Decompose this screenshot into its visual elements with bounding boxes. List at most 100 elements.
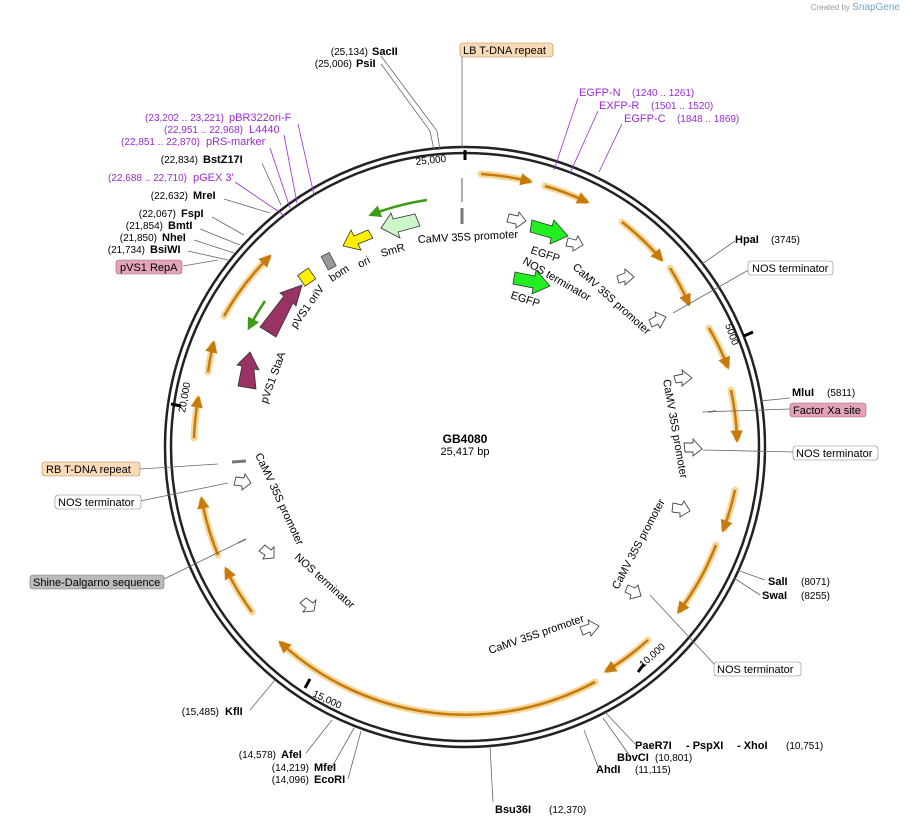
site-bbvci[interactable]: BbvCI (10,801)	[617, 752, 692, 764]
site-swai[interactable]: SwaI (8255)	[762, 590, 830, 602]
orf-arc	[720, 489, 737, 533]
smr-arrow	[380, 212, 421, 239]
primer-egfp-n[interactable]: EGFP-N (1240 .. 1261)	[579, 87, 694, 99]
site-kfli[interactable]: (15,485) KflI	[182, 706, 243, 718]
leader-line	[182, 259, 219, 267]
tick-mark	[303, 678, 312, 689]
leader-line	[199, 228, 241, 246]
leader-line	[701, 408, 791, 413]
tick-label-5000: 5000	[722, 322, 740, 347]
green-orf-arc	[368, 198, 428, 218]
primer-prs-marker[interactable]: (22,851 .. 22,870) pRS-marker	[121, 136, 266, 148]
nos-terminator-label-2[interactable]: NOS terminator	[792, 445, 879, 461]
pvs1-staa-arrow	[236, 351, 260, 390]
site-hpai[interactable]: HpaI (3745)	[735, 234, 800, 246]
leader-line	[187, 250, 229, 261]
label-box	[789, 402, 867, 418]
leader-line	[602, 717, 631, 757]
factor-xa-label[interactable]: Factor Xa site	[789, 402, 867, 418]
site-position: (12,370)	[549, 805, 586, 816]
site-position: (22,834)	[161, 155, 198, 166]
site-sali[interactable]: SalI (8071)	[768, 576, 830, 588]
orf-arc	[668, 267, 691, 307]
site-ecori[interactable]: (14,096) EcoRI	[272, 774, 345, 786]
nos-terminator-label-1[interactable]: NOS terminator	[747, 260, 834, 276]
plasmid-center: GB4080 25,417 bp	[441, 432, 490, 458]
pvs1-repa-arrow	[259, 284, 303, 338]
leader-line	[583, 729, 599, 768]
label-box	[459, 42, 554, 58]
site-position: (21,734)	[108, 245, 145, 256]
rb-repeat-label[interactable]: RB T-DNA repeat	[41, 461, 141, 477]
leader-line	[701, 240, 736, 265]
site-name: KflI	[225, 706, 243, 718]
snapgene-credit: Created by SnapGene	[811, 2, 900, 13]
orf-arc	[707, 327, 731, 370]
site-name: AfeI	[281, 749, 302, 761]
orf-arc	[603, 639, 649, 673]
orf-arc	[224, 566, 254, 613]
site-mlui[interactable]: MluI (5811)	[792, 387, 855, 399]
orf-arc	[190, 395, 203, 439]
site-fspi[interactable]: (22,067) FspI	[139, 208, 204, 220]
site-position: (22,067)	[139, 209, 176, 220]
leader-line	[733, 577, 761, 596]
lb-repeat-label[interactable]: LB T-DNA repeat	[459, 42, 554, 58]
site-bsiwi[interactable]: (21,734) BsiWI	[108, 244, 181, 256]
egfp-arrow-2	[512, 269, 551, 295]
site-afei[interactable]: (14,578) AfeI	[239, 749, 302, 761]
site-psii[interactable]: (25,006) PsiI	[315, 58, 376, 70]
boxed-labels: LB T-DNA repeat RB T-DNA repeat pVS1 Rep…	[29, 42, 879, 677]
shine-dalgarno-label[interactable]: Shine-Dalgarno sequence	[29, 574, 165, 590]
site-position: (14,578)	[239, 750, 276, 761]
site-bstz17i[interactable]: (22,834) BstZ17I	[161, 154, 243, 166]
site-nhei[interactable]: (21,850) NheI	[120, 232, 186, 244]
rb-repeat-mark	[231, 459, 247, 464]
site-paer7i-pspxi-xhoi[interactable]: PaeR7I - PspXI - XhoI (10,751)	[635, 740, 823, 752]
site-position: (10,751)	[786, 741, 823, 752]
primer-name: pBR322ori-F	[229, 112, 292, 124]
site-mfei[interactable]: (14,219) MfeI	[272, 762, 336, 774]
leader-line	[672, 267, 753, 314]
site-bsu36i[interactable]: Bsu36I (12,370)	[495, 804, 586, 816]
orf-glow	[676, 541, 720, 614]
leader-line	[347, 730, 362, 780]
pvs1-staa-label: pVS1 StaA	[259, 350, 289, 405]
snapgene-logo: SnapGene	[852, 2, 900, 13]
nos-terminator-label-4[interactable]: NOS terminator	[54, 494, 142, 510]
terminator-arrow	[565, 235, 584, 252]
primer-position: (1501 .. 1520)	[651, 101, 713, 112]
site-position: (25,134)	[331, 47, 368, 58]
promoter-arrow	[616, 267, 635, 287]
site-ahdi[interactable]: AhdI (11,115)	[596, 764, 671, 776]
primer-name: EXFP-R	[599, 100, 639, 112]
camv-35s-promoter-label: CaMV 35S promoter	[487, 613, 586, 657]
site-bmti[interactable]: (21,854) BmtI	[126, 220, 193, 232]
smr-label: SmR	[380, 242, 407, 260]
orf-arcs	[190, 170, 743, 719]
camv-35s-promoter-label: CaMV 35S promoter	[418, 229, 519, 246]
site-position: (21,850)	[120, 233, 157, 244]
orf-arc	[205, 340, 218, 373]
site-name: BbvCI	[617, 752, 649, 764]
primer-labels: EGFP-N (1240 .. 1261) EXFP-R (1501 .. 15…	[108, 87, 739, 184]
primer-l4440[interactable]: (22,951 .. 22,968) L4440	[164, 124, 280, 136]
leader-line	[331, 727, 355, 768]
nos-terminator-label-3[interactable]: NOS terminator	[713, 661, 802, 677]
primer-exfp-r[interactable]: EXFP-R (1501 .. 1520)	[599, 100, 713, 112]
orf-arc	[278, 640, 596, 716]
site-mrei[interactable]: (22,632) MreI	[151, 190, 216, 202]
pvs1-repa-label[interactable]: pVS1 RepA	[115, 259, 183, 275]
site-name: SwaI	[762, 590, 787, 602]
label-box	[747, 260, 834, 276]
pvs1-oriv-feature	[297, 267, 317, 287]
primer-egfp-c[interactable]: EGFP-C (1848 .. 1869)	[624, 113, 739, 125]
tick-label-25000: 25,000	[415, 154, 447, 168]
primer-pgex-3[interactable]: (22,688 .. 22,710) pGEX 3'	[108, 172, 234, 184]
site-name: SalI	[768, 576, 788, 588]
primer-name: EGFP-N	[579, 87, 621, 99]
factor-xa-text: Factor Xa site	[793, 405, 861, 417]
site-sacii[interactable]: (25,134) SacII	[331, 46, 398, 58]
primer-pbr322ori-f[interactable]: (23,202 .. 23,221) pBR322ori-F	[145, 112, 292, 124]
